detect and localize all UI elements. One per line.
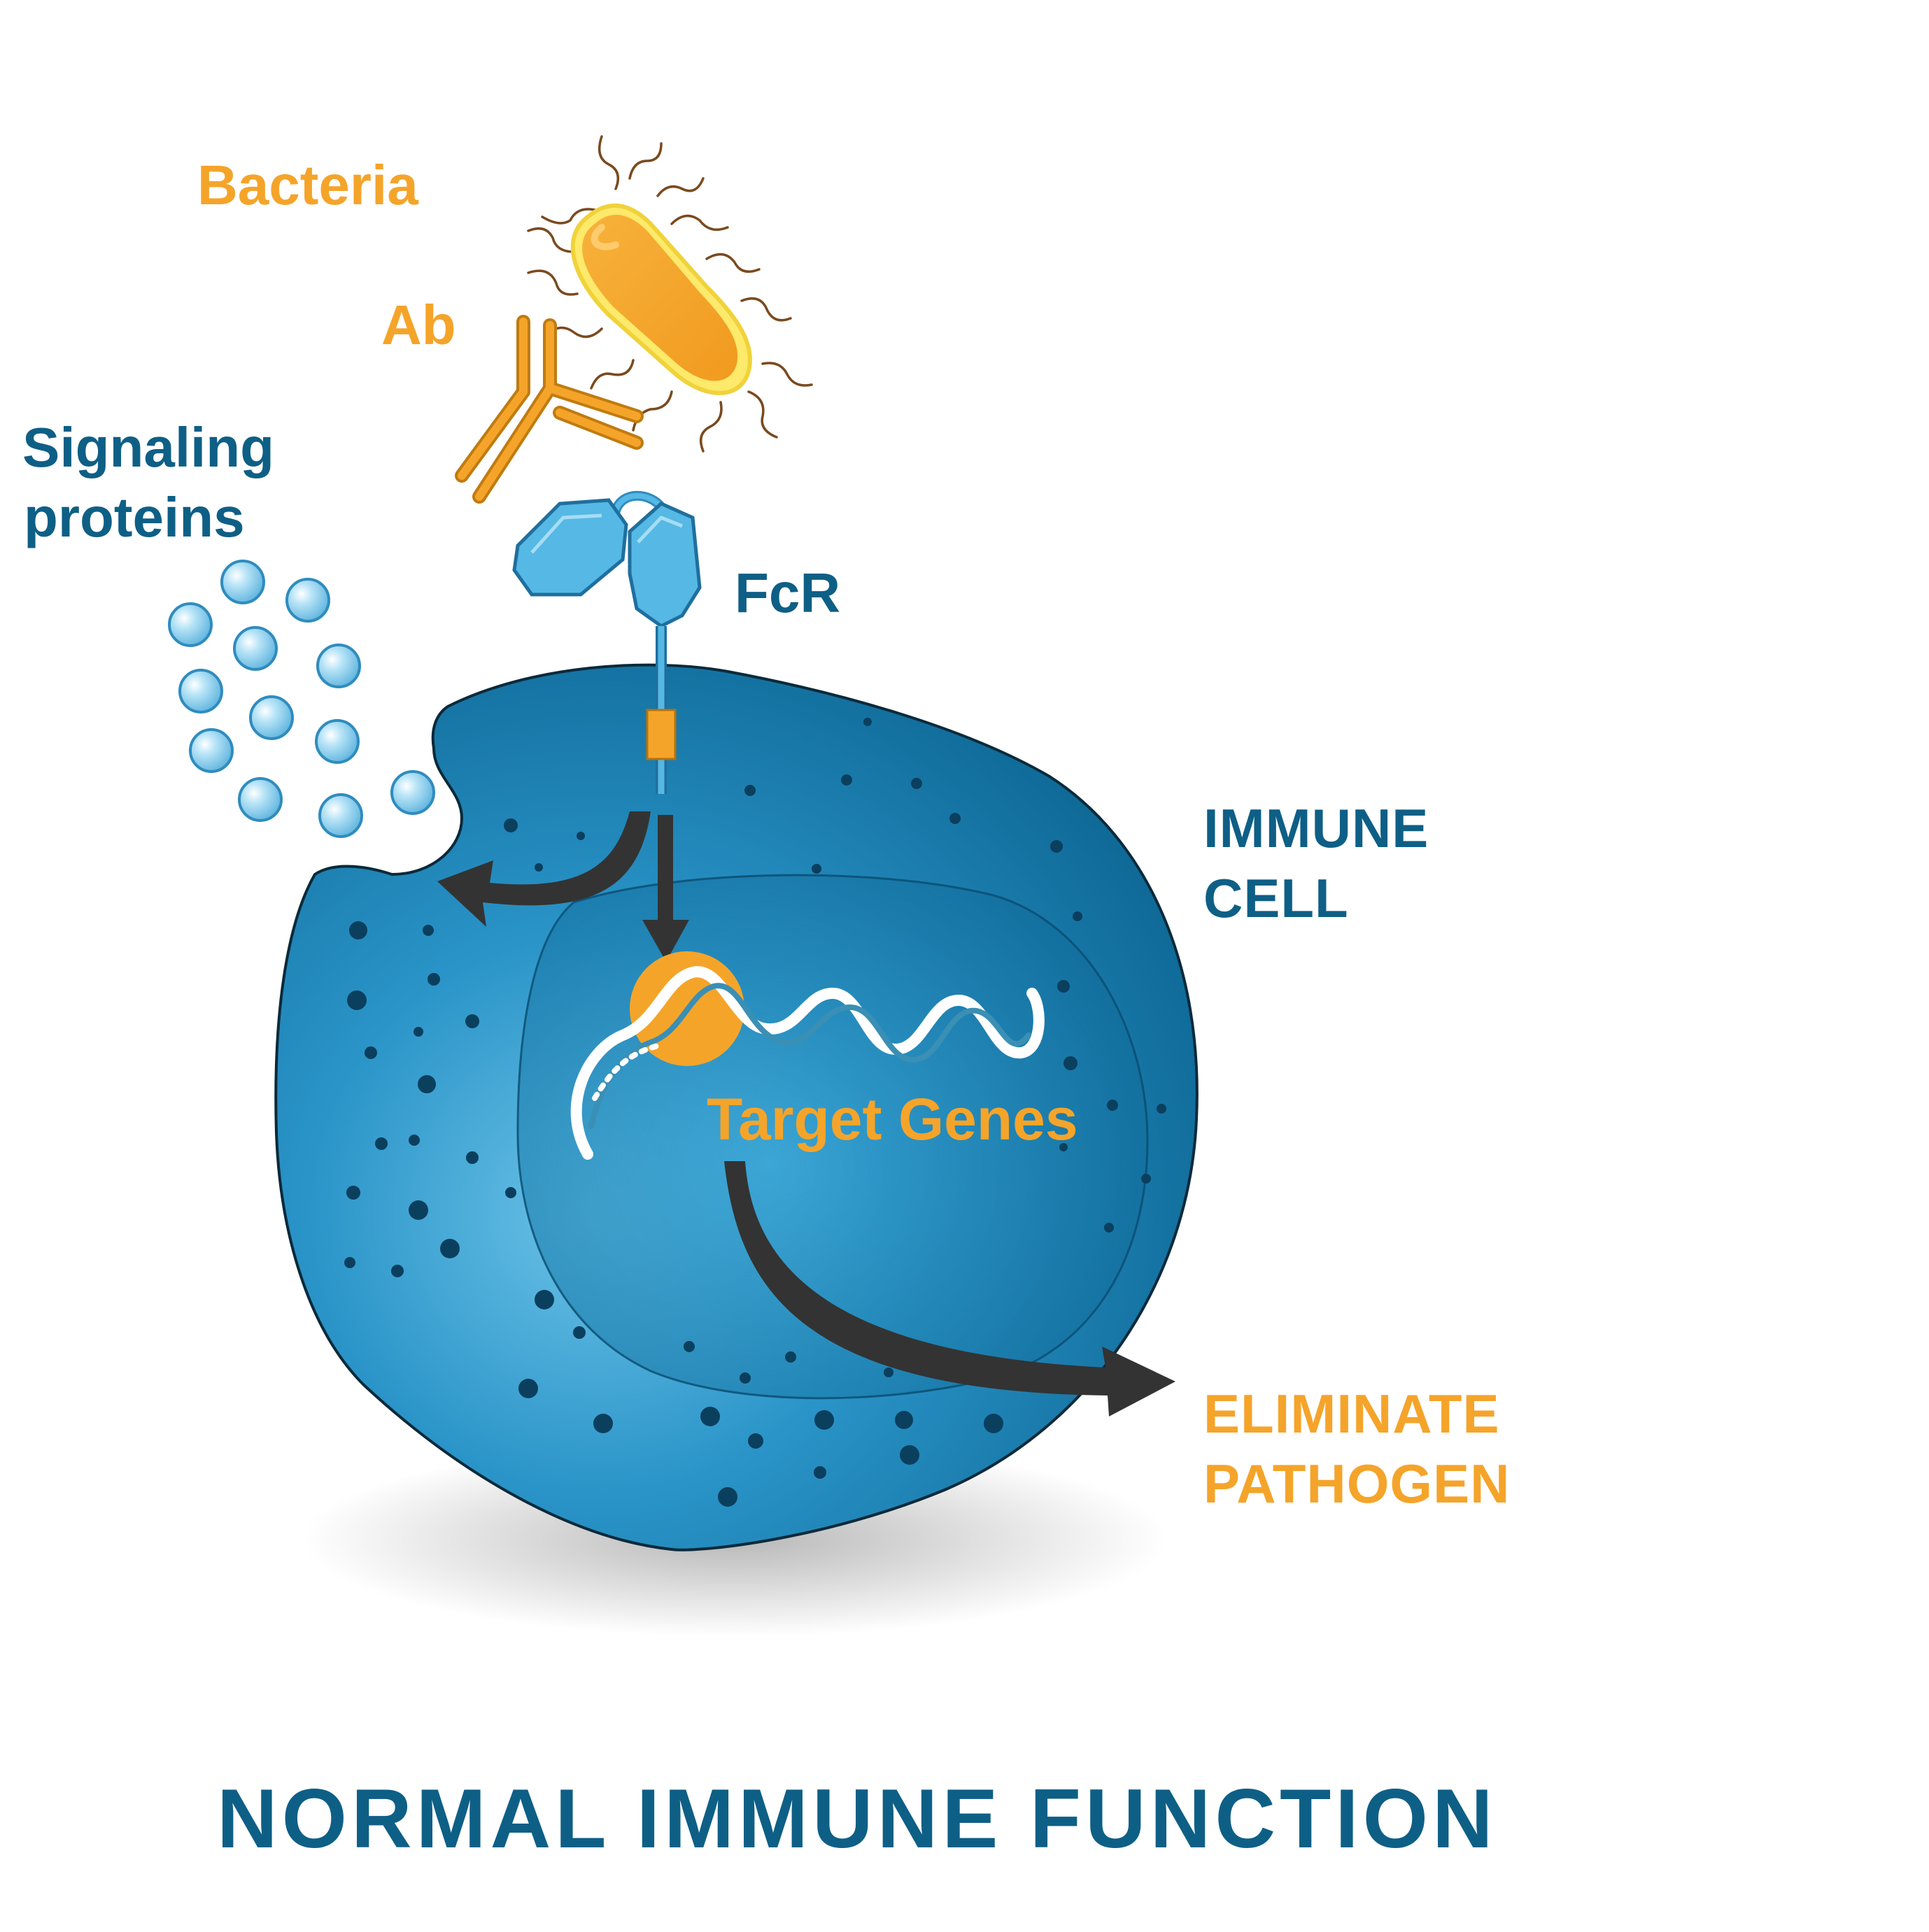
protein-bubble (390, 770, 435, 815)
protein-bubble (168, 602, 213, 647)
antibody (455, 315, 644, 504)
eliminate-label-line2: PATHOGEN (1203, 1453, 1511, 1514)
antibody-label: Ab (381, 294, 456, 356)
cell-granules (344, 718, 1166, 1507)
arrow-to-eliminate (724, 1161, 1175, 1416)
bacteria-label: Bacteria (197, 154, 418, 216)
target-genes-label: Target Genes (707, 1086, 1078, 1152)
fc-receptor (512, 490, 702, 794)
protein-bubble (315, 719, 360, 764)
bacteria (527, 135, 813, 453)
signaling-label-line2: proteins (24, 486, 245, 548)
protein-bubble (249, 695, 294, 740)
immune-cell-label-line2: CELL (1203, 867, 1349, 929)
receptor-signal-domain (646, 709, 677, 760)
dna-helix (570, 966, 1045, 1160)
signaling-label-line1: Signaling (22, 416, 274, 478)
protein-bubble (285, 578, 330, 623)
signal-arrows (437, 811, 1175, 1416)
protein-bubble (220, 560, 265, 604)
receptor-label: FcR (735, 562, 841, 624)
protein-bubble (189, 728, 234, 773)
signaling-proteins (168, 560, 435, 838)
diagram-title: NORMAL IMMUNE FUNCTION (217, 1772, 1497, 1866)
protein-bubble (318, 793, 363, 838)
bacteria-flagella (527, 135, 813, 453)
receptor-domain-right (628, 502, 702, 628)
protein-bubble (233, 626, 278, 671)
arrow-to-genes (642, 815, 689, 962)
protein-bubble (178, 669, 223, 713)
immune-cell-label-line1: IMMUNE (1203, 797, 1429, 859)
eliminate-label-line1: ELIMINATE (1203, 1383, 1500, 1444)
receptor-domain-left (512, 498, 628, 597)
protein-bubble (316, 644, 361, 688)
protein-bubble (238, 777, 283, 822)
arrow-to-secretion (437, 811, 651, 927)
